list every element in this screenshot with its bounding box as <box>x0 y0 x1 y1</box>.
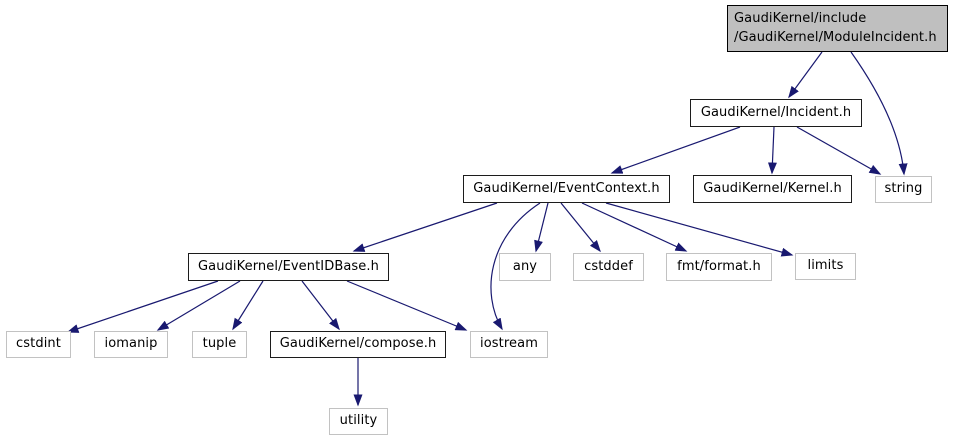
graph-node-fmtformat: fmt/format.h <box>666 253 772 281</box>
edge-eventcontext-limits <box>605 202 794 257</box>
graph-node-compose[interactable]: GaudiKernel/compose.h <box>270 331 446 358</box>
graph-node-eventcontext[interactable]: GaudiKernel/EventContext.h <box>463 175 670 203</box>
edge-moduleincident-incident <box>788 51 823 99</box>
node-label: tuple <box>202 336 237 352</box>
node-label: iostream <box>480 336 538 352</box>
graph-node-kernel[interactable]: GaudiKernel/Kernel.h <box>693 175 852 203</box>
graph-node-iomanip: iomanip <box>94 331 168 358</box>
node-label: iomanip <box>104 336 158 352</box>
graph-node-tuple: tuple <box>192 331 247 358</box>
edge-eventidbase-cstdint <box>66 280 219 333</box>
edge-incident-string <box>796 126 882 175</box>
node-label: cstddef <box>584 258 633 274</box>
node-label: GaudiKernel/EventContext.h <box>473 180 660 196</box>
graph-node-moduleincident[interactable]: GaudiKernel/include/GaudiKernel/ModuleIn… <box>727 5 948 52</box>
node-label: GaudiKernel/Kernel.h <box>703 180 842 196</box>
graph-node-limits: limits <box>795 253 856 280</box>
graph-node-cstdint: cstdint <box>6 331 71 358</box>
graph-node-string: string <box>875 176 932 203</box>
node-label: /GaudiKernel/ModuleIncident.h <box>734 29 937 45</box>
edge-incident-kernel <box>767 126 777 175</box>
node-label: GaudiKernel/compose.h <box>279 336 437 352</box>
graph-node-iostream: iostream <box>470 331 548 358</box>
edge-eventcontext-eventidbase <box>352 202 498 252</box>
edge-eventidbase-compose <box>301 280 340 331</box>
graph-node-cstddef: cstddef <box>573 253 644 281</box>
edge-eventidbase-iomanip <box>156 280 241 331</box>
node-label: GaudiKernel/EventIDBase.h <box>198 258 379 274</box>
edge-eventidbase-iostream <box>346 280 468 331</box>
node-label: utility <box>339 413 378 429</box>
graph-node-incident[interactable]: GaudiKernel/Incident.h <box>690 99 862 127</box>
edge-eventcontext-cstddef <box>560 202 601 253</box>
graph-node-any: any <box>499 253 551 281</box>
edge-eventcontext-any <box>534 202 549 253</box>
edge-eventidbase-tuple <box>232 280 264 331</box>
graph-node-eventidbase[interactable]: GaudiKernel/EventIDBase.h <box>188 253 389 281</box>
node-label: fmt/format.h <box>677 258 761 274</box>
node-label: limits <box>807 258 844 274</box>
node-label: string <box>884 181 923 197</box>
node-label: GaudiKernel/Incident.h <box>700 104 852 120</box>
edge-eventcontext-fmtformat <box>581 202 688 252</box>
node-label: any <box>512 258 538 274</box>
graph-node-utility: utility <box>329 408 388 435</box>
edge-incident-eventcontext <box>610 126 741 174</box>
node-label: cstdint <box>16 336 61 352</box>
node-label: GaudiKernel/include <box>734 10 867 26</box>
